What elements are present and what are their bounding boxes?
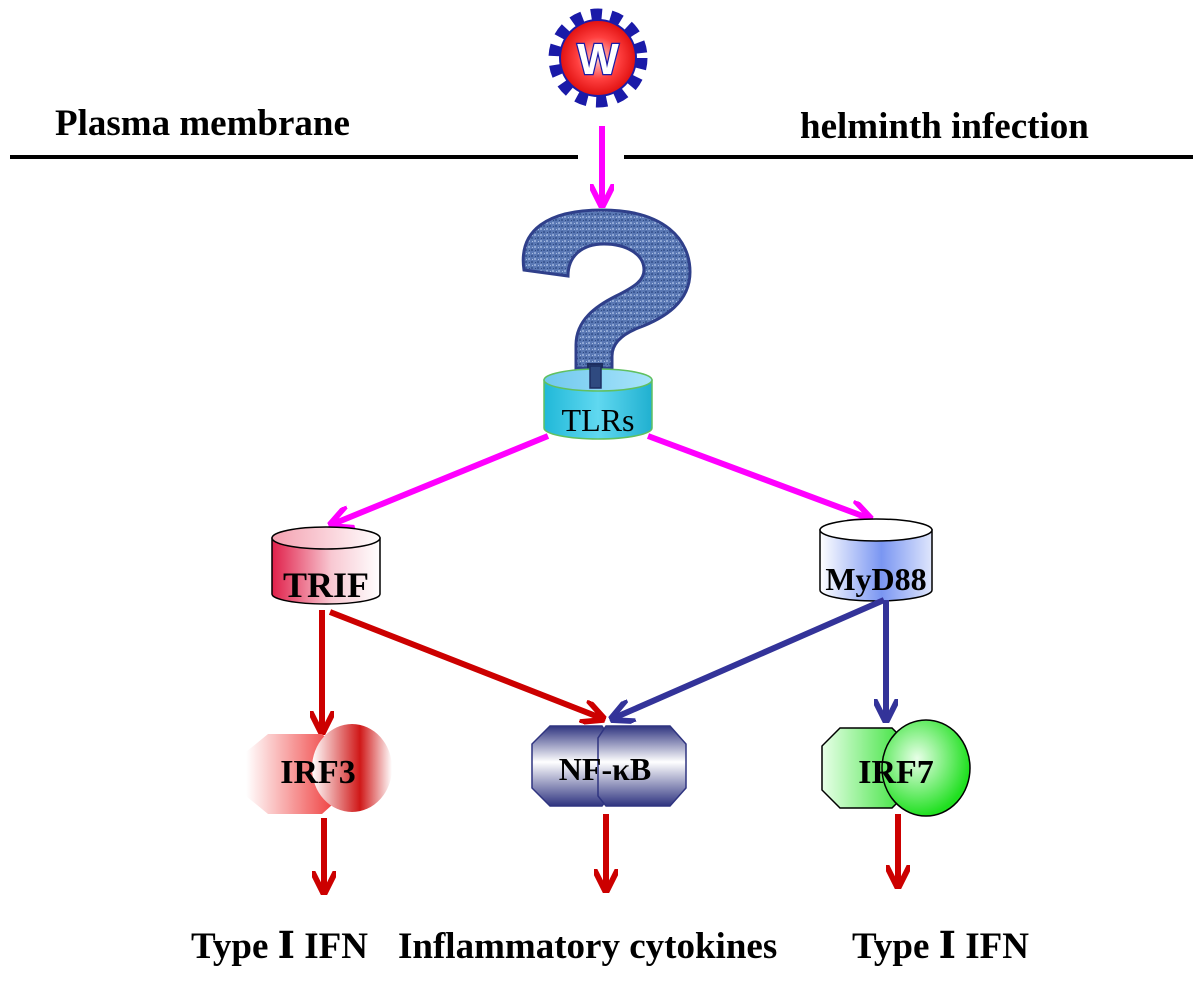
output-mid-label: Inflammatory cytokines xyxy=(398,926,777,967)
irf7-label: IRF7 xyxy=(858,754,934,791)
arrow-trif-to-nfkb xyxy=(328,609,601,718)
nfkb-label: NF-κB xyxy=(559,751,651,787)
irf3-node: IRF3 xyxy=(246,724,392,814)
irf7-node: IRF7 xyxy=(821,719,971,817)
myd88-node: MyD88 xyxy=(819,518,933,602)
output-left-label: Type Ⅰ IFN xyxy=(191,926,368,967)
arrow-tlrs-to-myd88 xyxy=(646,433,868,518)
infection-label: helminth infection xyxy=(800,106,1089,147)
pathogen-icon: W xyxy=(548,8,648,108)
trif-node: TRIF xyxy=(271,526,381,605)
arrow-tlrs-to-trif xyxy=(333,433,550,524)
irf3-label: IRF3 xyxy=(280,754,356,791)
myd88-label: MyD88 xyxy=(825,561,926,597)
arrow-myd88-to-nfkb xyxy=(614,597,886,718)
output-right-label: Type Ⅰ IFN xyxy=(852,926,1029,967)
tlrs-label: TLRs xyxy=(562,402,635,438)
trif-label: TRIF xyxy=(283,565,369,605)
question-mark-icon xyxy=(521,208,692,391)
nfkb-node: NF-κB xyxy=(531,725,687,807)
pathogen-letter: W xyxy=(577,35,619,84)
membrane-label: Plasma membrane xyxy=(55,103,350,144)
tlrs-node: TLRs xyxy=(543,365,653,440)
